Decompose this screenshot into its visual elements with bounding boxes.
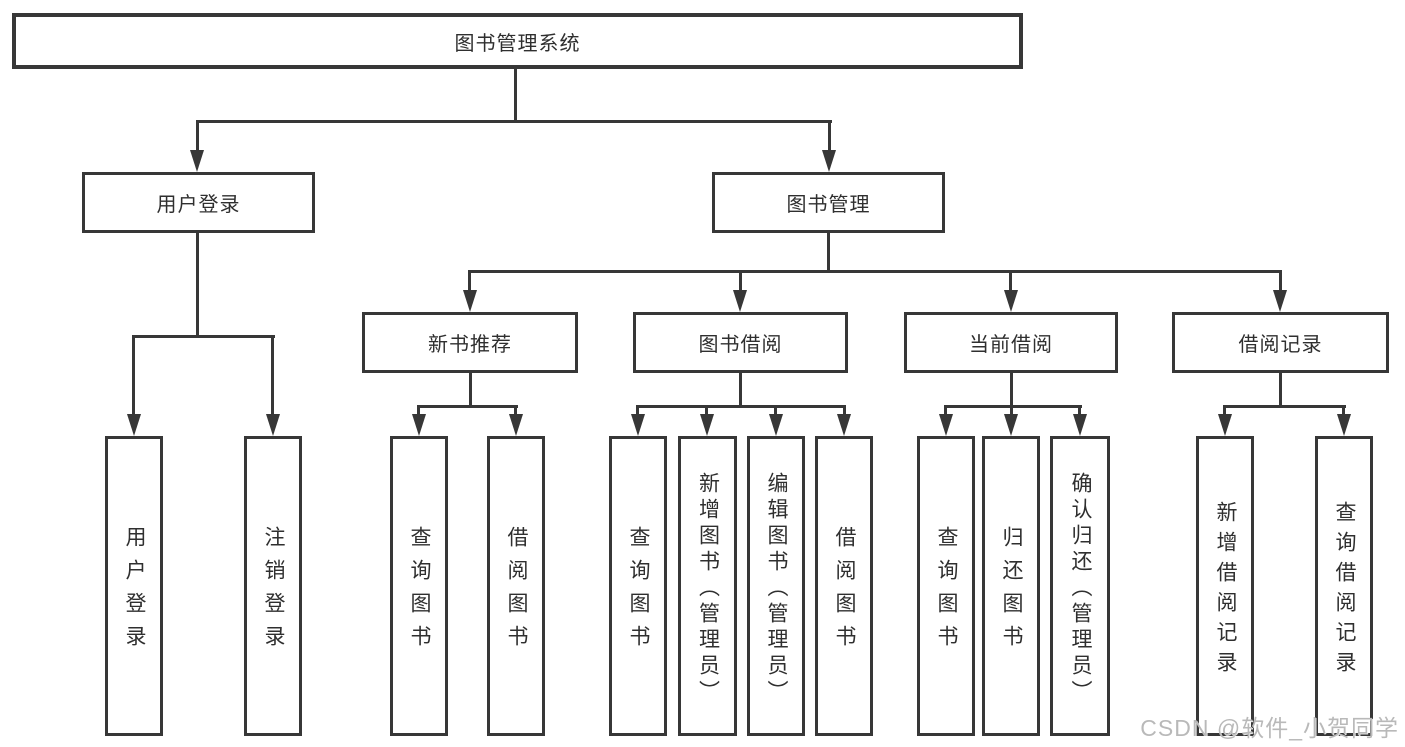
leaf-logout-label: 注销登录 — [262, 526, 285, 658]
leaf-borrow-book-2-label: 借阅图书 — [833, 526, 856, 658]
connector-vline — [828, 120, 831, 152]
node-root-label: 图书管理系统 — [454, 32, 581, 55]
connector-vline — [469, 373, 472, 408]
leaf-query-borrow-record-label: 查询借阅记录 — [1333, 500, 1356, 681]
connector-vline — [132, 335, 135, 416]
leaf-query-book-2-label: 查询图书 — [627, 526, 650, 658]
arrow-down-icon — [1273, 290, 1287, 312]
arrow-down-icon — [463, 290, 477, 312]
node-user-login: 用户登录 — [82, 172, 315, 233]
connector-hline — [132, 335, 275, 338]
arrow-down-icon — [939, 414, 953, 436]
connector-vline — [1279, 270, 1282, 292]
arrow-down-icon — [1218, 414, 1232, 436]
connector-vline — [739, 373, 742, 408]
leaf-user-login-label: 用户登录 — [123, 526, 146, 658]
leaf-add-book-admin-label: 新增图书（管理员） — [696, 471, 720, 706]
connector-vline — [843, 405, 846, 417]
leaf-add-borrow-record-label: 新增借阅记录 — [1214, 500, 1237, 681]
node-borrow-record-label: 借阅记录 — [1238, 334, 1323, 356]
node-new-book-recommend: 新书推荐 — [362, 312, 578, 373]
node-book-borrow-label: 图书借阅 — [698, 334, 783, 356]
leaf-return-book-label: 归还图书 — [1000, 526, 1023, 658]
arrow-down-icon — [509, 414, 523, 436]
connector-vline — [944, 405, 947, 417]
node-user-login-label: 用户登录 — [156, 194, 241, 216]
connector-vline — [1342, 405, 1345, 417]
leaf-return-book: 归还图书 — [982, 436, 1040, 736]
arrow-down-icon — [1004, 414, 1018, 436]
connector-vline — [705, 405, 708, 417]
leaf-add-borrow-record: 新增借阅记录 — [1196, 436, 1254, 736]
connector-vline — [271, 335, 274, 416]
node-book-management-label: 图书管理 — [786, 194, 871, 216]
arrow-down-icon — [412, 414, 426, 436]
leaf-query-book-1-label: 查询图书 — [408, 526, 431, 658]
leaf-logout: 注销登录 — [244, 436, 302, 736]
leaf-edit-book-admin: 编辑图书（管理员） — [747, 436, 805, 736]
leaf-confirm-return-admin-label: 确认归还（管理员） — [1069, 471, 1092, 706]
watermark: CSDN @软件_小贺同学 — [1140, 715, 1399, 741]
node-root: 图书管理系统 — [12, 13, 1023, 69]
leaf-query-book-1: 查询图书 — [390, 436, 448, 736]
arrow-down-icon — [1337, 414, 1351, 436]
connector-vline — [196, 233, 199, 337]
connector-vline — [1223, 405, 1226, 417]
leaf-borrow-book-1-label: 借阅图书 — [505, 526, 528, 658]
node-borrow-record: 借阅记录 — [1172, 312, 1389, 373]
connector-vline — [196, 120, 199, 152]
leaf-edit-book-admin-label: 编辑图书（管理员） — [765, 471, 788, 706]
node-new-book-recommend-label: 新书推荐 — [428, 334, 512, 356]
node-book-management: 图书管理 — [712, 172, 945, 233]
arrow-down-icon — [127, 414, 141, 436]
connector-vline — [1279, 373, 1282, 408]
leaf-query-book-3-label: 查询图书 — [935, 526, 958, 658]
connector-hline — [944, 405, 1082, 408]
node-book-borrow: 图书借阅 — [633, 312, 848, 373]
connector-vline — [514, 68, 517, 122]
connector-vline — [1078, 405, 1081, 417]
connector-vline — [774, 405, 777, 417]
arrow-down-icon — [700, 414, 714, 436]
leaf-confirm-return-admin: 确认归还（管理员） — [1050, 436, 1110, 736]
connector-vline — [739, 270, 742, 292]
arrow-down-icon — [631, 414, 645, 436]
connector-hline — [468, 270, 1282, 273]
leaf-borrow-book-1: 借阅图书 — [487, 436, 545, 736]
arrow-down-icon — [769, 414, 783, 436]
leaf-borrow-book-2: 借阅图书 — [815, 436, 873, 736]
arrow-down-icon — [190, 150, 204, 172]
connector-vline — [514, 405, 517, 417]
leaf-query-book-2: 查询图书 — [609, 436, 667, 736]
arrow-down-icon — [733, 290, 747, 312]
connector-hline — [1223, 405, 1346, 408]
arrow-down-icon — [822, 150, 836, 172]
connector-vline — [1009, 270, 1012, 292]
leaf-user-login: 用户登录 — [105, 436, 163, 736]
leaf-query-book-3: 查询图书 — [917, 436, 975, 736]
connector-hline — [417, 405, 518, 408]
arrow-down-icon — [837, 414, 851, 436]
connector-vline — [1010, 373, 1013, 408]
arrow-down-icon — [266, 414, 280, 436]
leaf-add-book-admin: 新增图书（管理员） — [678, 436, 737, 736]
arrow-down-icon — [1073, 414, 1087, 436]
connector-hline — [636, 405, 846, 408]
connector-vline — [468, 270, 471, 292]
leaf-query-borrow-record: 查询借阅记录 — [1315, 436, 1373, 736]
connector-vline — [827, 233, 830, 272]
connector-vline — [636, 405, 639, 417]
node-current-borrow-label: 当前借阅 — [969, 334, 1053, 356]
arrow-down-icon — [1004, 290, 1018, 312]
connector-vline — [1010, 405, 1013, 417]
node-current-borrow: 当前借阅 — [904, 312, 1118, 373]
connector-hline — [196, 120, 832, 123]
connector-vline — [417, 405, 420, 417]
